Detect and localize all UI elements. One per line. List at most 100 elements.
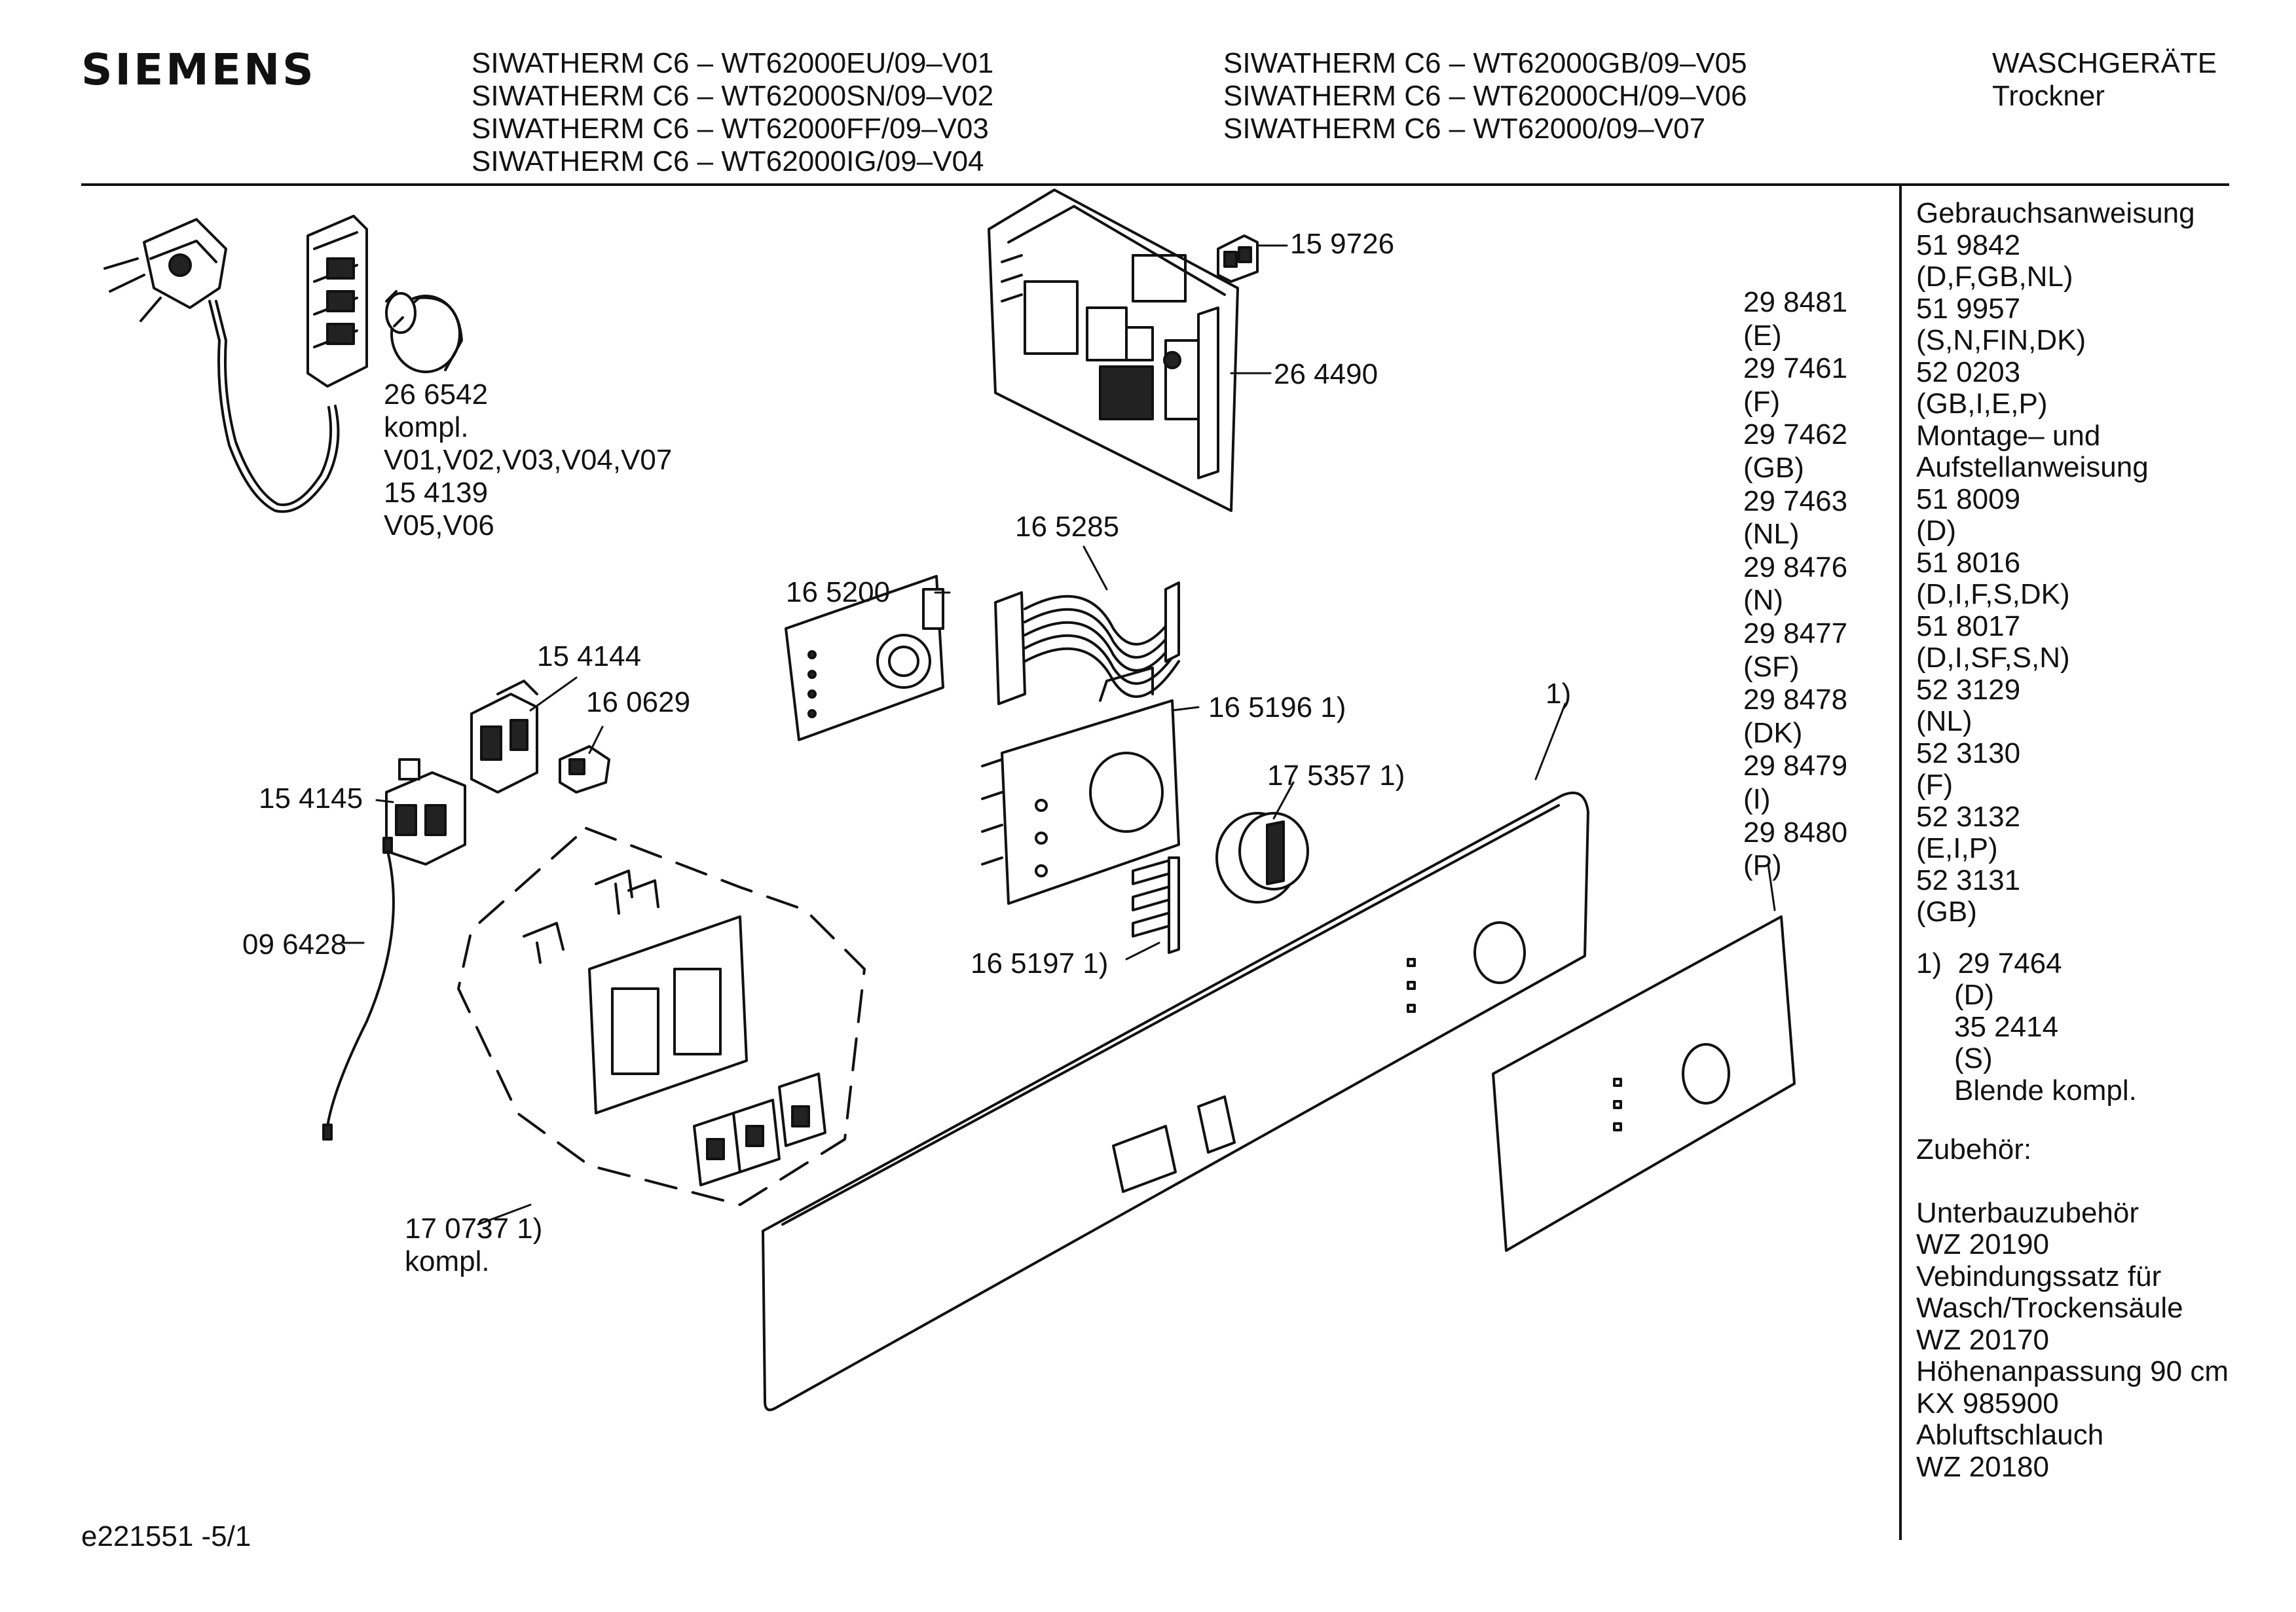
part-label: 17 5357 1) (1267, 760, 1405, 792)
code-number: 29 7461 (1743, 352, 1848, 385)
model-line: SIWATHERM C6 – WT62000IG/09–V04 (472, 145, 984, 177)
doc-line: 52 3129 (1916, 673, 2021, 706)
doc-line: Montage– und (1916, 419, 2101, 452)
model-line: SIWATHERM C6 – WT62000EU/09–V01 (472, 47, 994, 79)
panel-footnote-ref: 1) (1546, 678, 1572, 710)
part-label: 15 4144 (537, 640, 642, 672)
doc-line: 52 3132 (1916, 800, 2021, 833)
part-label: 15 9726 (1290, 228, 1395, 260)
doc-line: 51 9957 (1916, 292, 2021, 325)
code-number: 29 8478 (1743, 684, 1848, 716)
doc-line: (D) (1916, 515, 1957, 547)
doc-line: 52 3130 (1916, 737, 2021, 769)
switch-bracket-icon (981, 667, 1180, 905)
accessory-line: WZ 20180 (1916, 1450, 2049, 1483)
part-note: kompl. (384, 411, 469, 443)
plug-part-block: 26 6542 kompl. V01,V02,V03,V04,V07 15 41… (384, 378, 672, 542)
model-line: SIWATHERM C6 – WT62000GB/09–V05 (1223, 47, 1747, 79)
part-variants: V05,V06 (384, 509, 494, 541)
electronic-module-icon (988, 189, 1239, 512)
language-code-list: 29 8481 (E) 29 7461 (F) 29 7462 (GB) 29 … (1743, 286, 1847, 883)
footnote-line: 1) 29 7464 (1916, 947, 2062, 980)
part-label: 16 5196 1) (1208, 691, 1346, 724)
code-language: (N) (1743, 584, 1784, 617)
footnote-line: (S) (1954, 1042, 1993, 1074)
doc-line: (GB,I,E,P) (1916, 388, 2048, 420)
code-number: 29 8479 (1743, 750, 1848, 782)
switch-15-4145-icon (385, 758, 466, 866)
brand-logo: SIEMENS (81, 45, 316, 95)
part-number: 17 0737 1) (405, 1213, 543, 1245)
part-number: 26 6542 (384, 378, 489, 411)
doc-line: (NL) (1916, 705, 1972, 737)
doc-line: 52 0203 (1916, 356, 2021, 388)
light-guide-icon (1132, 856, 1180, 954)
code-language: (NL) (1743, 518, 1800, 551)
category-sub: Trockner (1992, 80, 2105, 112)
rotary-knob-icon (1215, 812, 1309, 904)
model-line: SIWATHERM C6 – WT62000FF/09–V03 (472, 113, 989, 145)
wire-icon (322, 837, 395, 1141)
model-line: SIWATHERM C6 – WT62000SN/09–V02 (472, 80, 994, 112)
footnote-line: Blende kompl. (1954, 1074, 2137, 1107)
panel-insert-icon (1492, 915, 1796, 1252)
documentation-list: Gebrauchsanweisung 51 9842 (D,F,GB,NL) 5… (1916, 197, 2229, 1483)
category: WASCHGERÄTE Trockner (1992, 47, 2217, 113)
selector-pcb-icon (785, 575, 944, 741)
code-number: 29 8480 (1743, 816, 1848, 849)
header-divider (81, 183, 2229, 186)
assembly-part-block: 17 0737 1) kompl. (405, 1213, 542, 1278)
accessory-line: Höhenanpassung 90 cm (1916, 1355, 2229, 1387)
code-language: (P) (1743, 849, 1782, 882)
accessories-title: Zubehör: (1916, 1133, 2032, 1165)
model-line: SIWATHERM C6 – WT62000/09–V07 (1223, 113, 1706, 145)
part-label: 16 5285 (1015, 511, 1120, 543)
code-language: (I) (1743, 782, 1771, 815)
accessory-line: WZ 20190 (1916, 1228, 2049, 1260)
side-divider (1899, 185, 1902, 1540)
code-number: 29 8477 (1743, 617, 1848, 650)
clip-icon (559, 745, 610, 794)
part-label: 15 4145 (259, 782, 363, 815)
model-list-2: SIWATHERM C6 – WT62000GB/09–V05 SIWATHER… (1223, 47, 1747, 145)
doc-line: (D,F,GB,NL) (1916, 261, 2073, 293)
doc-line: (GB) (1916, 896, 1977, 928)
code-number: 29 8476 (1743, 551, 1848, 583)
accessory-line: WZ 20170 (1916, 1323, 2049, 1356)
code-language: (E) (1743, 319, 1782, 352)
ribbon-cable-icon (994, 581, 1180, 705)
doc-line: 51 9842 (1916, 229, 2021, 261)
doc-line: (E,I,P) (1916, 832, 1998, 864)
terminal-block-icon (306, 215, 368, 388)
doc-line: 51 8016 (1916, 546, 2021, 579)
code-language: (F) (1743, 385, 1781, 418)
code-language: (DK) (1743, 716, 1803, 749)
doc-line: 51 8009 (1916, 483, 2021, 515)
part-note: kompl. (405, 1245, 490, 1277)
part-variants: V01,V02,V03,V04,V07 (384, 444, 673, 476)
door-switch-icon (470, 680, 538, 794)
control-unit-assembly-icon (523, 870, 826, 1186)
part-label: 09 6428 (242, 928, 347, 961)
accessory-line: KX 985900 (1916, 1387, 2059, 1420)
code-language: (GB) (1743, 451, 1804, 484)
part-number: 15 4139 (384, 477, 489, 509)
code-number: 29 7462 (1743, 418, 1848, 451)
footnote-line: (D) (1954, 979, 1995, 1011)
code-number: 29 8481 (1743, 286, 1848, 318)
accessory-line: Abluftschlauch (1916, 1419, 2104, 1451)
part-label: 16 5197 1) (971, 947, 1109, 980)
model-list-1: SIWATHERM C6 – WT62000EU/09–V01 SIWATHER… (472, 47, 993, 178)
category-main: WASCHGERÄTE (1992, 47, 2217, 79)
assembly-boundary (457, 827, 866, 1206)
doc-line: (D,I,F,S,DK) (1916, 578, 2070, 610)
doc-line: 51 8017 (1916, 610, 2021, 642)
footer-code: e221551 -5/1 (81, 1520, 251, 1552)
capacitor-icon (385, 290, 463, 373)
doc-line: (F) (1916, 769, 1953, 801)
front-panel-icon (762, 792, 1589, 1412)
connector-15-9726-icon (1217, 234, 1259, 283)
doc-line: Aufstellanweisung (1916, 451, 2149, 483)
doc-line: Gebrauchsanweisung (1916, 197, 2195, 229)
